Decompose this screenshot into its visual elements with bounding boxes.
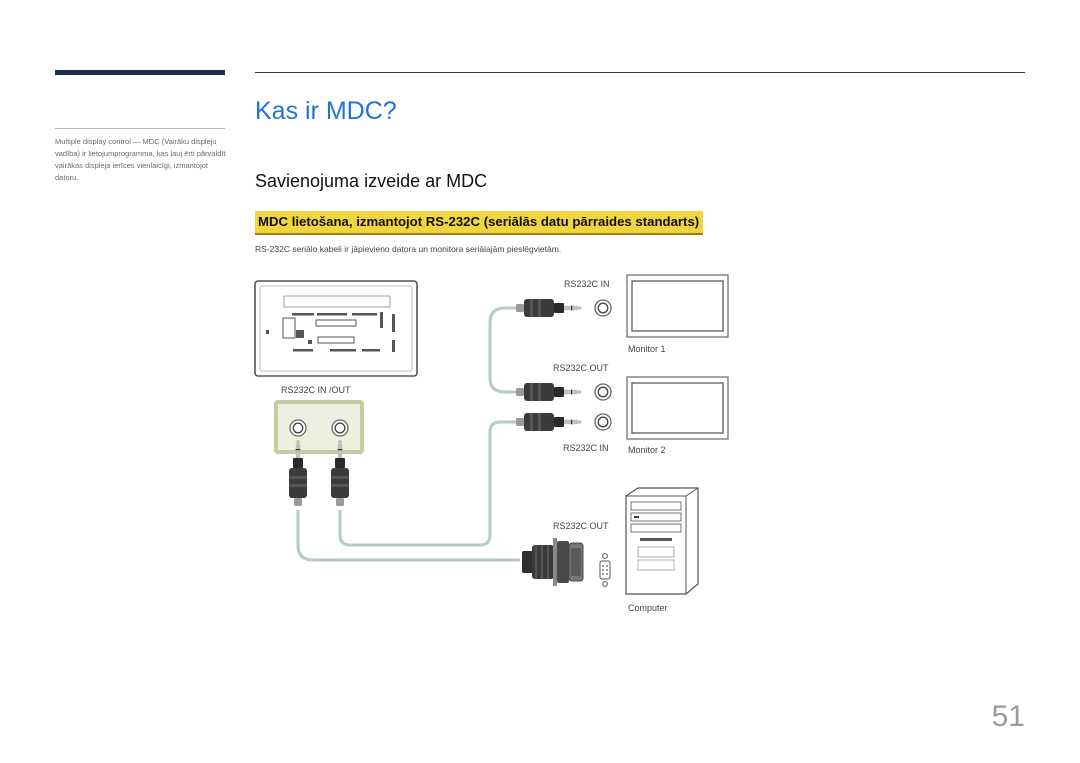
connection-diagram: RS232C IN /OUT RS232C IN RS232C OUT RS23… [254,274,729,613]
page-title: Kas ir MDC? [255,97,397,125]
rs232c-out-label-1: RS232C OUT [553,363,609,373]
monitor-1-label: Monitor 1 [628,344,666,354]
port-in-out-label: RS232C IN /OUT [281,385,351,395]
computer-tower [625,487,699,595]
top-accent-bar [55,70,225,75]
rs232c-in-label-1: RS232C IN [564,279,610,289]
highlighted-heading: MDC lietošana, izmantojot RS-232C (seriā… [255,211,704,235]
top-rule [255,72,1025,73]
cables [296,306,520,562]
monitor-2-label: Monitor 2 [628,445,666,455]
port-box [274,400,364,454]
sidenote-rule [55,128,225,129]
monitor-1 [626,274,729,338]
serial-port [599,553,611,587]
computer-label: Computer [628,603,668,613]
rs232c-out-label-2: RS232C OUT [553,521,609,531]
display-back-panel [254,280,418,377]
description: RS-232C seriālo kabeli ir jāpievieno dat… [255,244,562,254]
page-number: 51 [991,700,1025,733]
sidenote: Multiple display control — MDC (Vairāku … [55,137,226,182]
db9-connector [522,538,584,586]
section-title: Savienojuma izveide ar MDC [255,171,488,191]
monitor-2 [626,376,729,440]
rs232c-in-label-2: RS232C IN [563,443,609,453]
